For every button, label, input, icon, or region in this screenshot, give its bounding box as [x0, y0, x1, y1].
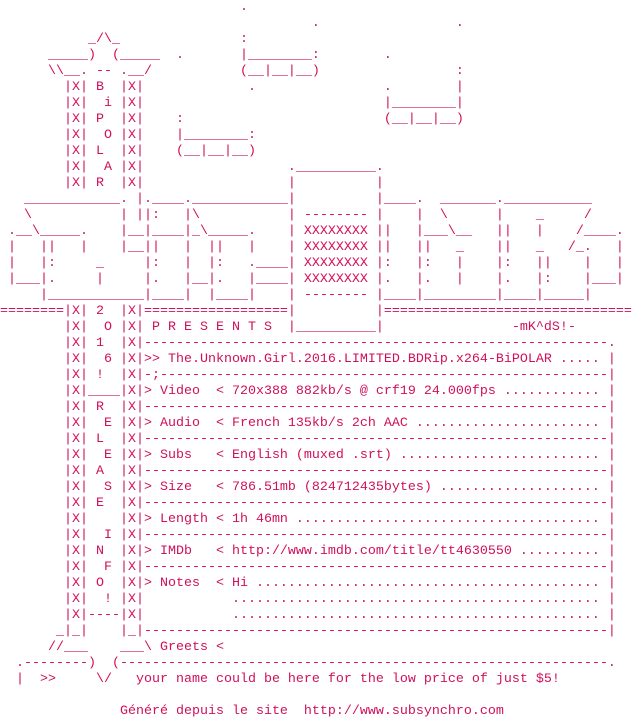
nfo-line: . . — [0, 16, 464, 31]
nfo-line: ========|X| 2 |X|==================| |==… — [0, 304, 632, 319]
nfo-line: |X| E |X|-------------------------------… — [0, 496, 616, 511]
nfo-line: Généré depuis le site http://www.subsync… — [0, 704, 504, 719]
nfo-line: | >> \/ your name could be here for the … — [0, 672, 560, 687]
nfo-line: .__\_____. |__|____|_\_____. | XXXXXXXX … — [0, 224, 624, 239]
nfo-line: \ | ||: |\ | -------- | | \ | _ / — [0, 208, 592, 223]
nfo-line: |X| R |X|-------------------------------… — [0, 400, 616, 415]
nfo-line: |X| 6 |X|>> The.Unknown.Girl.2016.LIMITE… — [0, 352, 616, 367]
nfo-line — [0, 688, 632, 704]
nfo-line: |X| |X|> Length < 1h 46mn ..............… — [0, 512, 616, 527]
nfo-line: //___ ___\ Greets < — [0, 640, 224, 655]
nfo-line: |X|----|X| .............................… — [0, 608, 616, 623]
nfo-line: _____) (_____ . |________: . — [0, 48, 392, 63]
nfo-line: |X| 1 |X|-------------------------------… — [0, 336, 616, 351]
nfo-line: |X| O |X| P R E S E N T S |__________| -… — [0, 320, 576, 335]
nfo-line: _|_| |_|--------------------------------… — [0, 624, 616, 639]
nfo-line: | || | |__|| | || | | XXXXXXXX || || _ |… — [0, 240, 624, 255]
nfo-line: |X| O |X|> Notes < Hi ..................… — [0, 576, 616, 591]
nfo-line: |X| L |X|-------------------------------… — [0, 432, 616, 447]
nfo-line: |X| N |X|> IMDb < http://www.imdb.com/ti… — [0, 544, 616, 559]
nfo-line: |____________|____| |____| | -------- |_… — [0, 288, 592, 303]
nfo-line: .--------) (----------------------------… — [0, 656, 616, 671]
nfo-line: |X| S |X|> Size < 786.51mb (824712435byt… — [0, 480, 616, 495]
nfo-line: ____________. |.____.____________| |____… — [0, 192, 592, 207]
nfo-line: |X|____|X|> Video < 720x388 882kb/s @ cr… — [0, 384, 616, 399]
nfo-line: | |: _ |: | |: .____| XXXXXXXX |: |: | |… — [0, 256, 624, 271]
nfo-line: |X| P |X| : (__|__|__) — [0, 112, 464, 127]
nfo-line: |X| ! |X| ..............................… — [0, 592, 616, 607]
nfo-line: |X| L |X| (__|__|__) — [0, 144, 256, 159]
nfo-line: |X| I |X|-------------------------------… — [0, 528, 616, 543]
nfo-line: |___|. | |. |__|. |____| XXXXXXXX |. |. … — [0, 272, 624, 287]
nfo-line: |X| O |X| |________: — [0, 128, 256, 143]
nfo-line: |X| E |X|> Audio < French 135kb/s 2ch AA… — [0, 416, 616, 431]
nfo-line: |X| F |X|-------------------------------… — [0, 560, 616, 575]
nfo-line: |X| B |X| . . | — [0, 80, 464, 95]
nfo-line: . — [0, 0, 248, 15]
nfo-line: |X| A |X|-------------------------------… — [0, 464, 616, 479]
nfo-line: |X| ! |X|-;-----------------------------… — [0, 368, 616, 383]
nfo-line: \\__. -- .__/ (__|__|__) : — [0, 64, 464, 79]
nfo-line: |X| i |X| |________| — [0, 96, 464, 111]
nfo-line: |X| E |X|> Subs < English (muxed .srt) .… — [0, 448, 616, 463]
nfo-line: _/\_ : — [0, 32, 248, 47]
nfo-line: |X| A |X| .__________. — [0, 160, 384, 175]
nfo-line: |X| R |X| | | — [0, 176, 384, 191]
